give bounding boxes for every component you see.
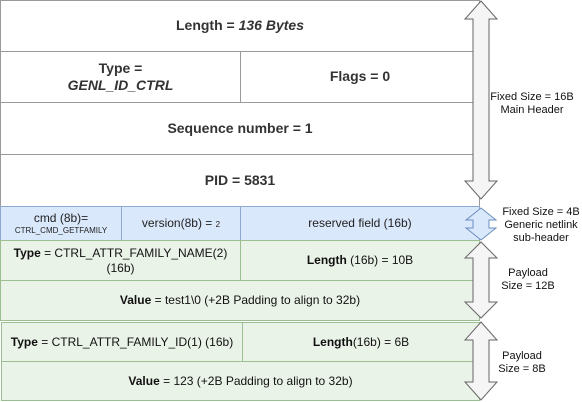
- main-header-size-label: Fixed Size = 16B Main Header: [484, 91, 580, 117]
- cmd-field: cmd (8b)= CTRL_CMD_GETFAMILY: [0, 206, 122, 241]
- payload1-length-field: Length (16b) = 10B: [240, 240, 480, 281]
- type-value: GENL_ID_CTRL: [67, 77, 174, 93]
- pid-field: PID = 5831: [0, 154, 480, 207]
- main-header-size-line1: Fixed Size = 16B: [490, 91, 574, 103]
- subheader-size-line2: Generic netlink: [504, 219, 578, 232]
- payload1-value-rest: = test1\0 (+2B Padding to align to 32b): [151, 293, 361, 307]
- version-field: version(8b) = 2: [121, 206, 241, 241]
- payload1-length-bold: Length: [306, 253, 347, 267]
- reserved-label: reserved field (16b): [308, 216, 412, 230]
- payload1-type-line2: (16b): [106, 260, 135, 275]
- version-value: 2: [215, 220, 221, 229]
- payload2-value-rest: = 123 (+2B Padding to align to 32b): [159, 373, 353, 388]
- payload1-type-rest: = CTRL_ATTR_FAMILY_NAME(2): [40, 245, 228, 260]
- length-label: Length =: [175, 17, 239, 34]
- sequence-field: Sequence number = 1: [0, 102, 480, 155]
- payload2-type-field: Type = CTRL_ATTR_FAMILY_ID(1) (16b): [1, 322, 243, 362]
- length-value: 136 Bytes: [238, 17, 304, 34]
- payload2-size-line1: Payload: [502, 350, 542, 362]
- payload2-type-rest: = CTRL_ATTR_FAMILY_ID(1) (16b): [37, 334, 234, 349]
- payload2-value-field: Value = 123 (+2B Padding to align to 32b…: [1, 361, 480, 401]
- payload2-type-bold: Type: [10, 334, 38, 349]
- cmd-label: cmd (8b)=: [33, 211, 89, 225]
- payload2-size-arrow: [463, 321, 499, 401]
- payload1-size-line2: Size = 12B: [501, 280, 555, 293]
- payload2-size-line2: Size = 8B: [498, 363, 546, 376]
- payload1-length-rest: (16b) = 10B: [346, 253, 414, 267]
- length-field: Length = 136 Bytes: [0, 0, 480, 52]
- type-label: Type =: [98, 59, 143, 76]
- payload2-length-bold: Length: [312, 334, 353, 349]
- version-label: version(8b) =: [141, 216, 216, 230]
- cmd-value: CTRL_CMD_GETFAMILY: [14, 226, 108, 235]
- reserved-field: reserved field (16b): [240, 206, 480, 241]
- subheader-size-label: Fixed Size = 4B Generic netlink sub-head…: [500, 206, 582, 246]
- payload1-size-arrow: [463, 241, 499, 319]
- payload1-size-line1: Payload: [508, 267, 548, 279]
- subheader-size-line3: sub-header: [513, 232, 569, 245]
- subheader-size-arrow: [464, 207, 498, 241]
- main-header-size-line2: Main Header: [500, 104, 564, 117]
- pid-label: PID = 5831: [204, 171, 276, 188]
- payload1-value-bold: Value: [119, 293, 152, 307]
- sequence-label: Sequence number = 1: [167, 119, 313, 136]
- payload2-length-rest: (16b) = 6B: [352, 334, 410, 349]
- flags-label: Flags = 0: [329, 68, 391, 85]
- payload1-type-field: Type = CTRL_ATTR_FAMILY_NAME(2) (16b): [0, 240, 241, 281]
- subheader-size-line1: Fixed Size = 4B: [502, 206, 580, 218]
- payload2-value-bold: Value: [128, 373, 160, 388]
- payload1-type-bold: Type: [13, 245, 41, 260]
- payload1-value-field: Value = test1\0 (+2B Padding to align to…: [0, 280, 480, 321]
- flags-field: Flags = 0: [240, 51, 480, 103]
- main-header-size-arrow: [463, 0, 499, 200]
- payload2-size-label: Payload Size = 8B: [482, 350, 562, 376]
- payload1-size-label: Payload Size = 12B: [488, 267, 568, 293]
